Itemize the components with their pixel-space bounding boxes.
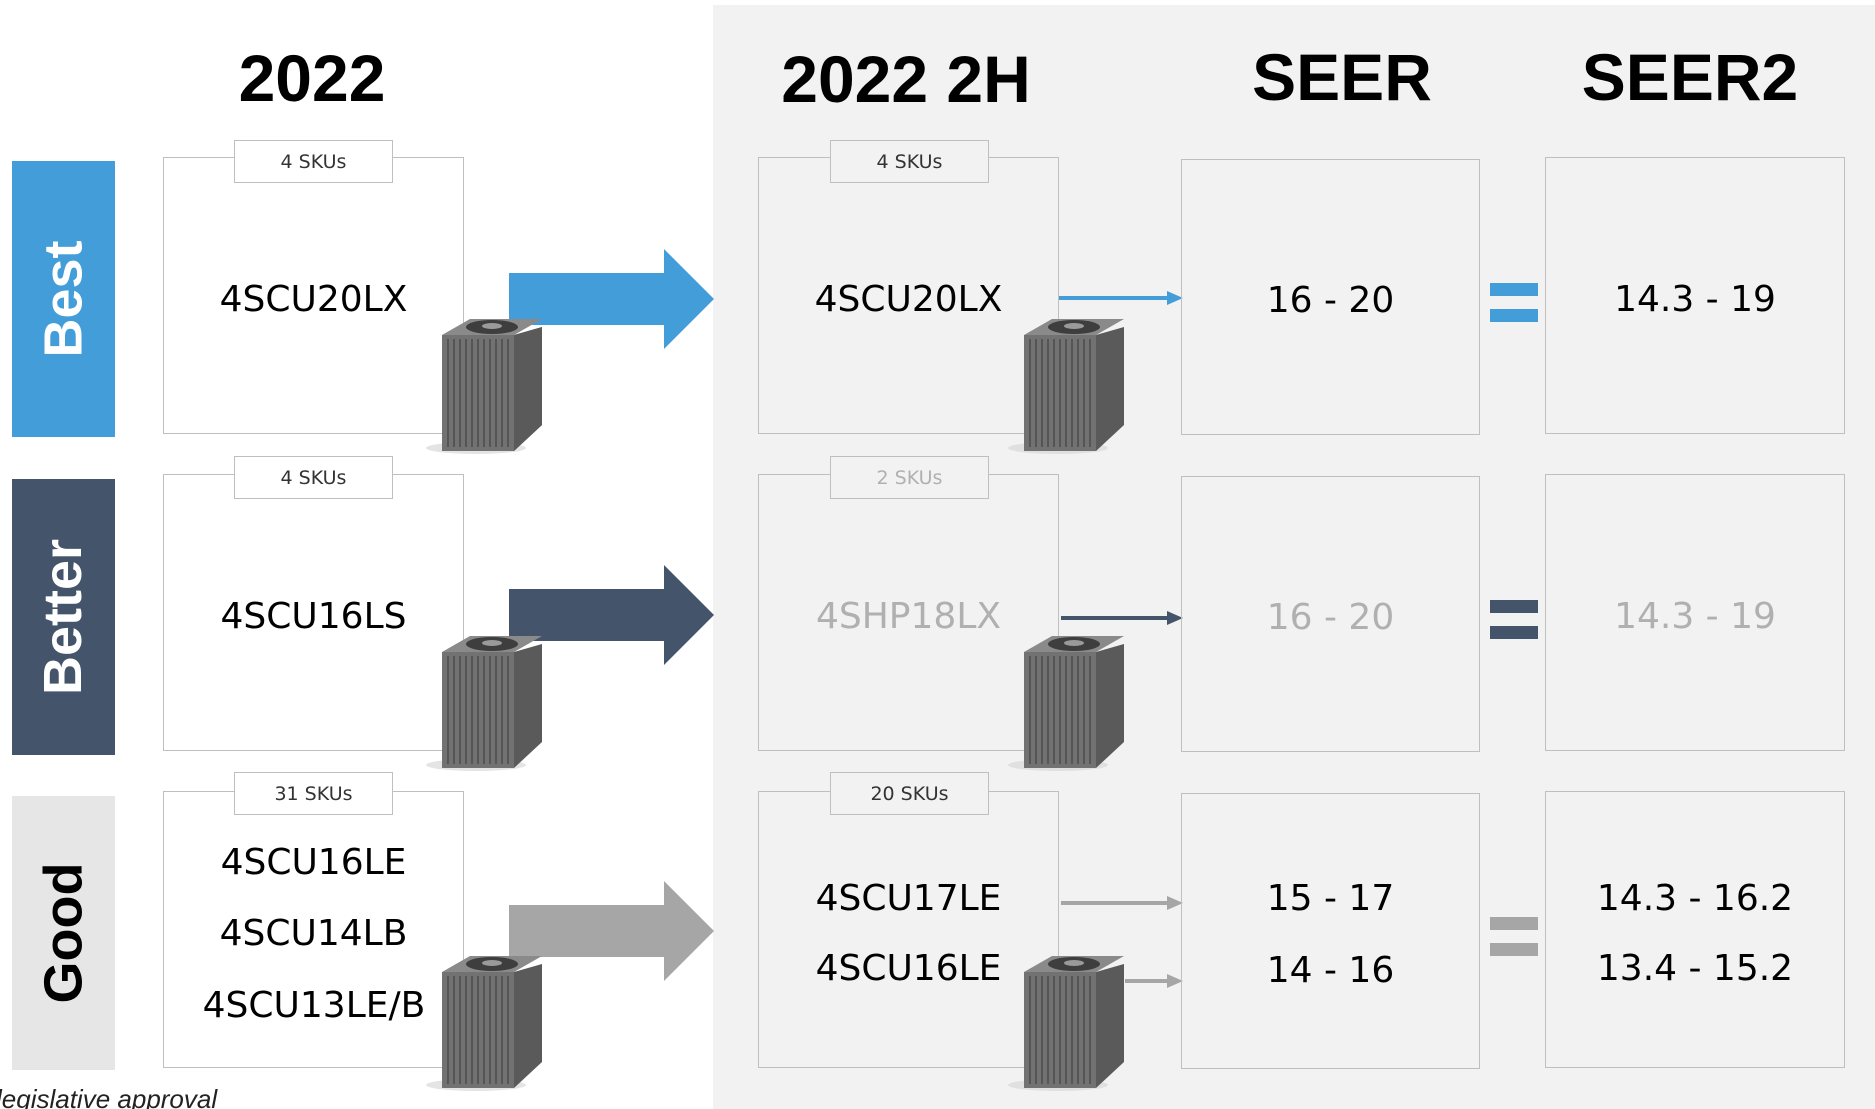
better-2022-box bbox=[163, 474, 464, 751]
best-seer-value: 16 - 20 bbox=[1266, 280, 1395, 321]
footer-note: legislative approval bbox=[0, 1084, 218, 1109]
good-2022h-model-1: 4SCU17LE bbox=[815, 878, 1002, 919]
better-equals-icon bbox=[1490, 600, 1538, 640]
good-seer-box bbox=[1181, 793, 1480, 1069]
condenser-unit-icon bbox=[1008, 956, 1124, 1091]
better-seer-value: 16 - 20 bbox=[1266, 597, 1395, 638]
good-equals-icon bbox=[1490, 917, 1538, 957]
condenser-unit-icon bbox=[426, 956, 542, 1091]
better-2022h-model: 4SHP18LX bbox=[815, 596, 1002, 637]
best-seer2-box bbox=[1545, 157, 1845, 434]
better-seer2-value: 14.3 - 19 bbox=[1614, 596, 1776, 637]
tier-better-label: Better bbox=[12, 479, 115, 755]
condenser-unit-icon bbox=[1008, 636, 1124, 771]
condenser-unit-icon bbox=[426, 319, 542, 454]
good-2022-model-1: 4SCU16LE bbox=[220, 842, 407, 883]
best-seer2-value: 14.3 - 19 bbox=[1614, 279, 1776, 320]
good-2022-sku-badge: 31 SKUs bbox=[234, 772, 393, 815]
header-2022: 2022 bbox=[238, 41, 386, 115]
better-seer2-box bbox=[1545, 474, 1845, 751]
best-small-arrow-icon bbox=[1059, 291, 1183, 305]
best-2022-box bbox=[163, 157, 464, 434]
good-2022-model-3: 4SCU13LE/B bbox=[202, 985, 426, 1026]
best-2022-model: 4SCU20LX bbox=[219, 279, 408, 320]
good-seer2-value-2: 13.4 - 15.2 bbox=[1596, 948, 1794, 989]
good-arrow-icon bbox=[509, 881, 714, 981]
good-seer-value-1: 15 - 17 bbox=[1266, 878, 1395, 919]
good-seer2-box bbox=[1545, 791, 1845, 1068]
good-seer-value-2: 14 - 16 bbox=[1266, 950, 1395, 991]
best-equals-icon bbox=[1490, 283, 1538, 323]
good-2022-box bbox=[163, 791, 464, 1068]
best-2022h-sku-badge: 4 SKUs bbox=[830, 140, 989, 183]
header-seer2: SEER2 bbox=[1581, 40, 1799, 114]
tier-best-label: Best bbox=[12, 161, 115, 437]
better-2022-sku-badge: 4 SKUs bbox=[234, 456, 393, 499]
best-arrow-icon bbox=[509, 249, 714, 349]
good-seer2-value-1: 14.3 - 16.2 bbox=[1596, 878, 1794, 919]
good-2022h-model-2: 4SCU16LE bbox=[815, 948, 1002, 989]
good-small-arrow-2-icon bbox=[1125, 974, 1183, 988]
better-2022-model: 4SCU16LS bbox=[220, 596, 407, 637]
better-2022h-sku-badge: 2 SKUs bbox=[830, 456, 989, 499]
better-arrow-icon bbox=[509, 565, 714, 665]
better-small-arrow-icon bbox=[1061, 611, 1183, 625]
better-seer-box bbox=[1181, 476, 1480, 752]
good-small-arrow-1-icon bbox=[1061, 896, 1183, 910]
tier-good-label: Good bbox=[12, 796, 115, 1070]
header-seer: SEER bbox=[1252, 40, 1432, 114]
best-seer-box bbox=[1181, 159, 1480, 435]
good-2022h-sku-badge: 20 SKUs bbox=[830, 772, 989, 815]
condenser-unit-icon bbox=[1008, 319, 1124, 454]
best-2022-sku-badge: 4 SKUs bbox=[234, 140, 393, 183]
best-2022h-model: 4SCU20LX bbox=[814, 279, 1003, 320]
right-panel bbox=[713, 5, 1875, 1109]
header-2022-2h: 2022 2H bbox=[781, 42, 1031, 116]
condenser-unit-icon bbox=[426, 636, 542, 771]
good-2022-model-2: 4SCU14LB bbox=[219, 913, 408, 954]
